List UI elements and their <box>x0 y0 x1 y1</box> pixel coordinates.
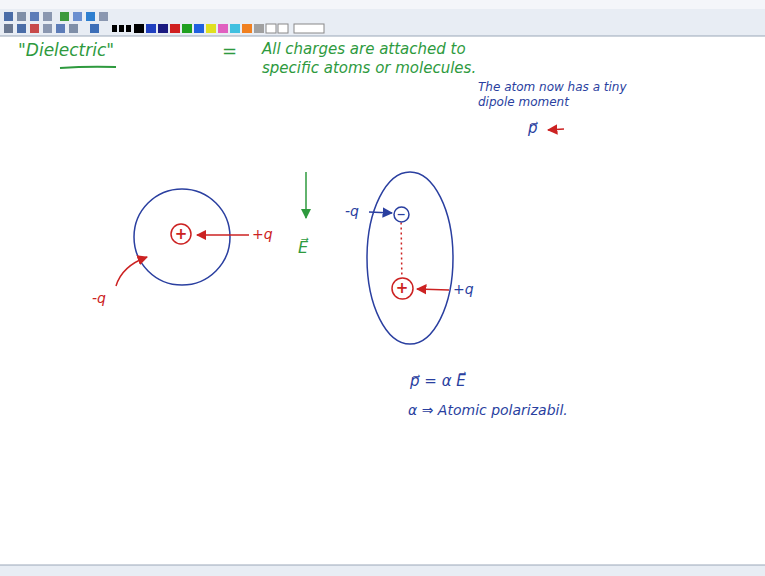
definition-note: α ⇒ Atomic polarizabil. <box>408 402 568 420</box>
annotation-note: The atom now has a tiny dipole moment <box>478 80 628 110</box>
nucleus-circle: + <box>170 223 192 245</box>
heading: "Dielectric" <box>18 40 114 61</box>
nucleus-circle: + <box>391 277 414 300</box>
toolbar <box>0 0 765 36</box>
polarized-atom-cloud <box>367 172 453 344</box>
charge-label: -q <box>92 290 106 308</box>
charge-label: +q <box>453 281 474 299</box>
charge-pointer <box>116 257 147 286</box>
status-bar <box>0 565 765 576</box>
menu-bar <box>0 0 765 9</box>
circle-shape <box>171 224 191 244</box>
status-border <box>0 565 765 566</box>
charge-pointer <box>417 289 449 290</box>
dipole-separation-line <box>400 222 402 276</box>
toolbar-icons <box>4 12 324 33</box>
charge-label: +q <box>252 226 273 244</box>
equation: p⃗ = α E⃗ <box>410 372 466 391</box>
charge-label: -q <box>345 203 359 221</box>
toolbar-border <box>0 36 765 37</box>
circle-shape <box>392 278 413 299</box>
charge-pointer <box>197 234 249 236</box>
circle-shape <box>394 207 409 222</box>
field-label: E⃗ <box>298 238 308 258</box>
equals-sign: = <box>222 40 237 63</box>
atom-cloud <box>134 189 230 285</box>
dipole-pointer <box>548 129 564 130</box>
definition-note: All charges are attached to specific ato… <box>262 40 512 78</box>
title-underline <box>60 67 116 68</box>
electron-center-circle: − <box>393 206 410 223</box>
charge-pointer <box>369 212 392 213</box>
charge-sign: − <box>396 209 405 220</box>
field-arrow <box>305 172 307 218</box>
dipole-symbol: p⃗ <box>528 119 538 138</box>
charge-sign: + <box>175 227 188 242</box>
charge-sign: + <box>396 281 409 296</box>
